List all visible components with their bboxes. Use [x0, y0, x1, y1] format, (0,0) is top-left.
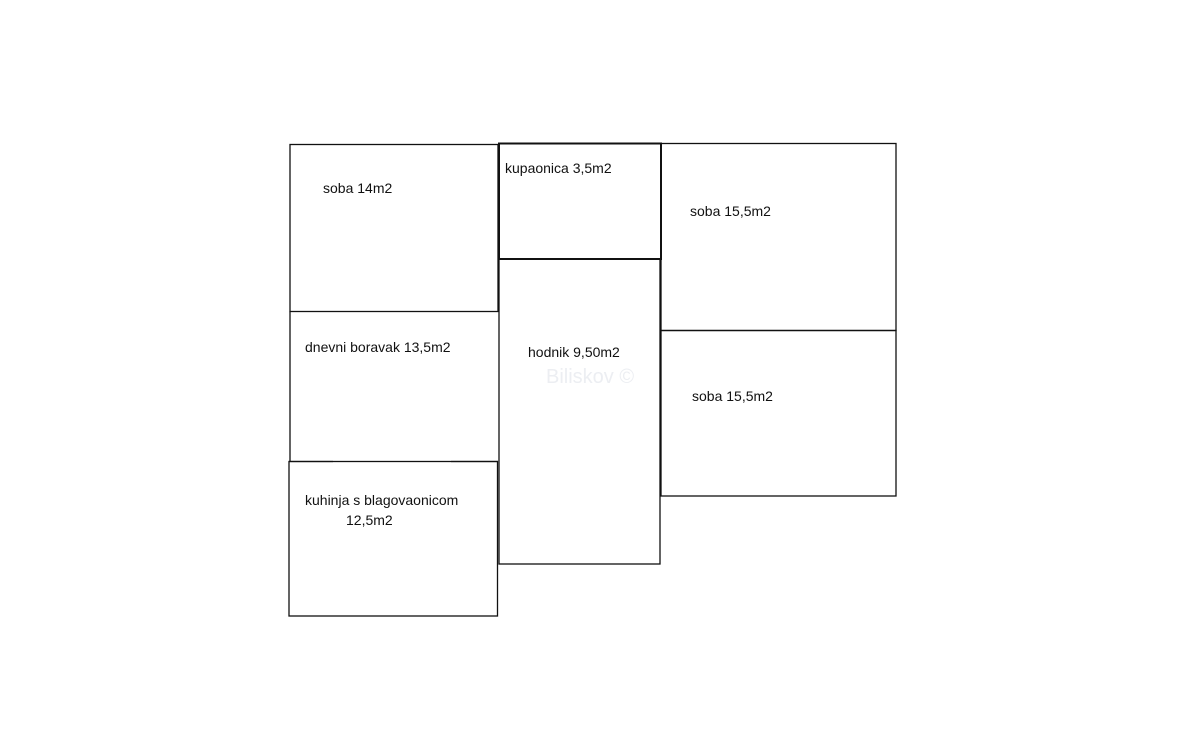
room-kupaonica: [498, 142, 662, 260]
room-area-kuhinja: 12,5m2: [346, 512, 393, 528]
room-soba-14: [289, 143, 499, 313]
room-label-kupaonica: kupaonica 3,5m2: [505, 160, 612, 176]
room-label-kuhinja: kuhinja s blagovaonicom: [305, 492, 459, 508]
room-label-soba-15-top: soba 15,5m2: [690, 203, 771, 219]
room-hodnik: [498, 258, 661, 565]
room-label-dnevni-boravak: dnevni boravak 13,5m2: [305, 339, 451, 355]
room-label-soba-15-bottom: soba 15,5m2: [692, 388, 773, 404]
room-label-soba-14: soba 14m2: [323, 180, 393, 196]
watermark: Biliskov ©: [546, 366, 635, 388]
room-kuhinja: [288, 460, 499, 617]
room-soba-15-top: [660, 142, 897, 332]
room-label-hodnik: hodnik 9,50m2: [528, 344, 620, 360]
room-soba-15-bottom: [660, 329, 897, 497]
room-dnevni-boravak: [289, 311, 498, 463]
